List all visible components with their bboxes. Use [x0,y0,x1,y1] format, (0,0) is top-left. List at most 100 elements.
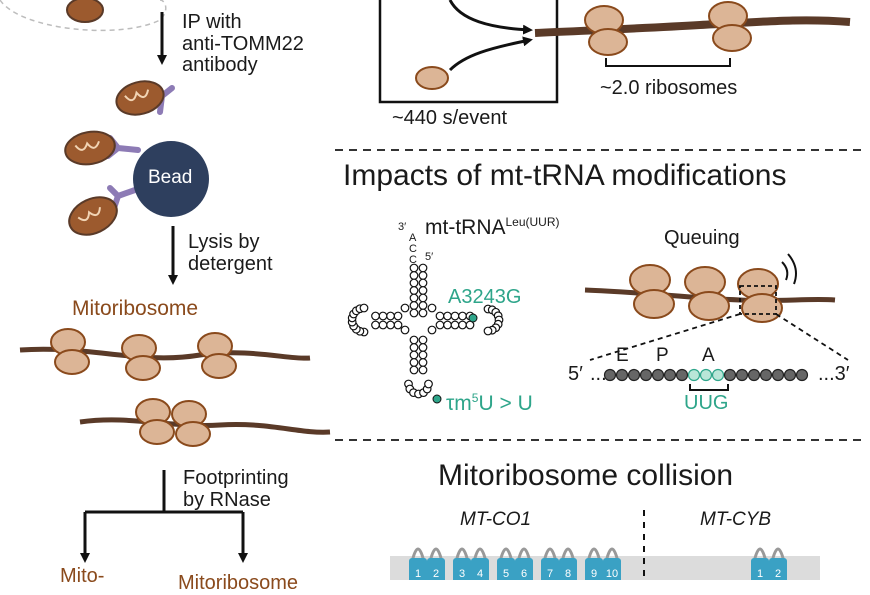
codon-bead [687,368,701,382]
co1-helix: 5 [497,547,515,580]
helix-number: 1 [757,568,763,580]
helix-number: 5 [503,568,509,580]
ribosome-top-1 [584,5,628,56]
trna-nucleotide [418,271,428,280]
trna-nucleotide [418,286,428,295]
trna-nucleotide [418,293,428,303]
ribosome-queue-2 [684,266,730,321]
ribosome-left-3 [197,332,237,379]
trna-nucleotide [409,286,419,295]
helix-body [515,558,533,580]
three-prime-trna: 3′ [398,221,407,233]
codon-bead [783,368,797,382]
trna-nucleotide [450,311,460,321]
co1-helix: 6 [515,547,533,580]
co1-helix: 1 [409,547,427,580]
trna-name-text: mt-tRNA [425,216,506,239]
trna-nucleotide [409,343,419,352]
helix-body [427,558,445,580]
signal-waves [781,253,797,285]
ribosome-queue-3 [737,268,783,323]
codon-label: UUG [684,392,729,414]
trna-nucleotide [443,320,452,330]
trna-nucleotide [409,278,419,288]
trna-nucleotide [458,311,467,321]
zoom-line-right [775,313,849,361]
mrna-five-prime: 5′ [568,363,583,385]
mitochondrion-top [66,0,104,23]
helix-body [769,558,787,580]
ribosome-top-2 [708,1,752,52]
mitoribosome-label: Mitoribosome [72,297,199,320]
modification-label: τm5U > U [446,392,533,416]
ribosome-left-5 [171,400,211,447]
trna-nucleotide [418,301,428,310]
mrna-top [534,16,851,37]
mrna-queuing [584,287,836,304]
trna-section-title: Impacts of mt-tRNA modifications [343,159,787,192]
acceptor-c1: C [409,243,417,255]
co1-helix: 3 [453,547,471,580]
codon-bead [735,368,749,382]
zoom-line-left [589,313,741,361]
bottom-left-label: Mito- [60,565,105,587]
mitochondrion-1 [115,80,165,116]
mitochondrion-2 [64,130,116,166]
ip-step-label: IP with anti-TOMM22 antibody [182,11,304,77]
helix-body [603,558,621,580]
codon-bead [615,368,629,382]
trna-nucleotide [427,325,437,335]
mrna-codon-beads [603,368,809,382]
mrna-left-2 [79,417,331,435]
arrow-join-2 [448,36,533,72]
cyb-helix: 2 [769,547,787,580]
collision-section-title: Mitoribosome collision [438,459,734,492]
trna-nucleotide [400,303,410,313]
helix-number: 1 [415,568,421,580]
codon-bead [771,368,785,382]
helix-body [559,558,577,580]
gene-1-label: MT-CO1 [460,509,532,530]
helix-body [453,558,471,580]
co1-helix: 8 [559,547,577,580]
trna-modification-site [432,394,442,404]
codon-bead [699,368,713,382]
co1-helix: 10 [603,547,621,580]
helix-number: 8 [565,568,571,580]
co1-helix: 7 [541,547,559,580]
modification-suffix: U > U [478,392,533,415]
codon-bead [723,368,737,382]
ribosome-left-1 [50,328,90,375]
codon-bead [639,368,653,382]
time-label: ~440 s/event [392,107,508,129]
helix-number: 4 [477,568,483,580]
bead-label: Bead [148,167,193,188]
trna-nucleotide [418,263,428,273]
site-p-label: P [656,345,669,366]
trna-name: mt-tRNALeu(UUR) [425,216,560,240]
trna-nucleotide [386,320,395,330]
trna-nucleotide [371,320,380,330]
helix-number: 2 [775,568,781,580]
trna-nucleotide [359,303,369,313]
helix-body [409,558,427,580]
codon-bead [711,368,725,382]
ribosome-left-2 [121,334,161,381]
site-e-label: E [616,345,629,366]
trna-nucleotide [450,320,460,330]
codon-bead [795,368,809,382]
codon-bead [651,368,665,382]
bottom-right-label: Mitoribosome [178,572,299,594]
zoom-box [739,285,777,315]
arrow-footprinting [80,470,248,563]
codon-bead [675,368,689,382]
trna-nucleotide [424,379,433,389]
arrow-join-1 [448,0,533,35]
codon-bead [759,368,773,382]
trna-nucleotide [378,320,388,330]
trna-nucleotide [378,311,388,321]
trna-nucleotide [409,308,419,318]
